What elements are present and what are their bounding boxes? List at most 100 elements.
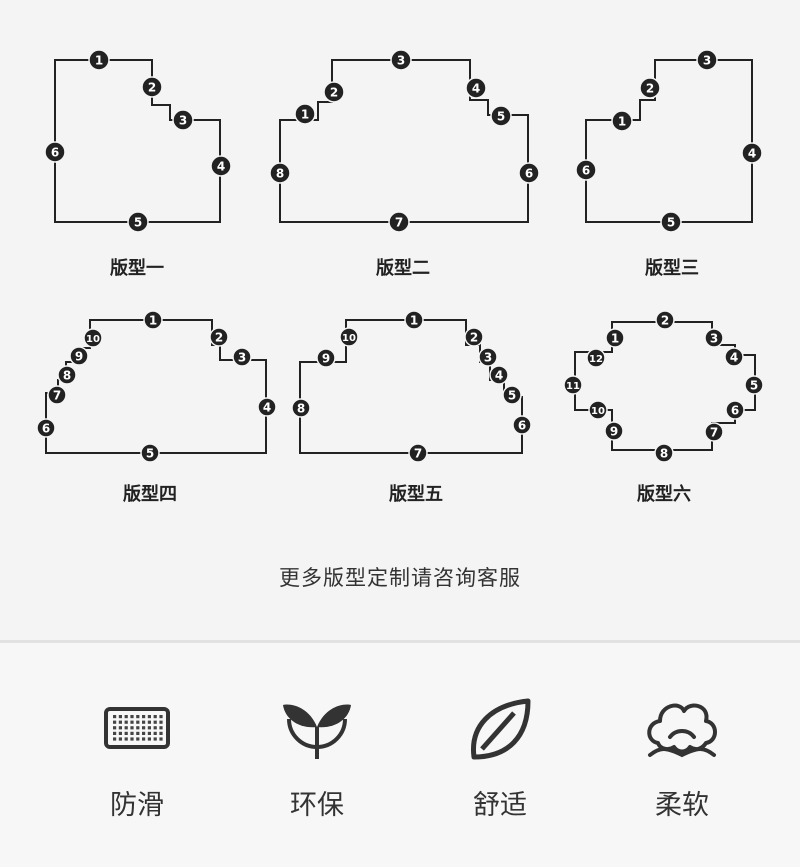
feature-label-eco: 环保: [290, 790, 344, 821]
svg-text:3: 3: [703, 54, 711, 68]
layout-5-marker-1: 1: [404, 310, 424, 330]
layout-3-marker-3: 3: [696, 49, 718, 71]
layout-2-marker-2: 2: [323, 81, 345, 103]
svg-text:6: 6: [582, 164, 590, 178]
layout-1-marker-1: 1: [88, 49, 110, 71]
svg-text:10: 10: [342, 333, 356, 344]
svg-text:1: 1: [301, 108, 309, 122]
layout-6-marker-10: 10: [588, 400, 608, 420]
layout-1-marker-3: 3: [172, 109, 194, 131]
svg-text:6: 6: [42, 422, 50, 436]
layout-5-marker-10: 10: [339, 327, 359, 347]
layout-6-marker-7: 7: [704, 422, 724, 442]
svg-text:3: 3: [179, 114, 187, 128]
svg-text:2: 2: [661, 314, 669, 328]
layout-outline-4: [45, 319, 267, 454]
svg-text:1: 1: [618, 115, 626, 129]
svg-text:3: 3: [484, 351, 492, 365]
layout-2-marker-5: 5: [490, 105, 512, 127]
layout-outline-5: [299, 319, 523, 454]
layout-4-marker-6: 6: [36, 418, 56, 438]
layout-6-marker-3: 3: [704, 328, 724, 348]
svg-text:9: 9: [75, 350, 83, 364]
layout-6-marker-12: 12: [586, 348, 606, 368]
layout-3-marker-4: 4: [741, 142, 763, 164]
svg-text:5: 5: [508, 389, 516, 403]
layout-5-marker-5: 5: [502, 385, 522, 405]
svg-text:8: 8: [297, 402, 305, 416]
layout-4-marker-2: 2: [209, 327, 229, 347]
layout-label-4: 版型四: [123, 484, 177, 505]
layout-outline-6: [574, 321, 756, 451]
features-section: 防滑 环保 舒适 柔软: [0, 643, 800, 867]
layout-3-marker-6: 6: [575, 159, 597, 181]
svg-text:4: 4: [472, 82, 480, 96]
section-divider: [0, 640, 800, 643]
layout-6-marker-11: 11: [563, 375, 583, 395]
svg-text:2: 2: [148, 81, 156, 95]
layout-5-marker-4: 4: [489, 365, 509, 385]
layout-5-marker-8: 8: [291, 398, 311, 418]
svg-text:2: 2: [470, 331, 478, 345]
layout-outline-1: [54, 59, 221, 223]
layout-6-marker-5: 5: [744, 375, 764, 395]
layout-2-marker-1: 1: [294, 103, 316, 125]
svg-text:4: 4: [263, 401, 271, 415]
svg-text:11: 11: [566, 381, 580, 392]
grid-mat-icon: [102, 703, 172, 757]
layout-label-6: 版型六: [637, 484, 691, 505]
layout-5-marker-2: 2: [464, 327, 484, 347]
svg-text:3: 3: [710, 332, 718, 346]
layout-2-marker-7: 7: [388, 211, 410, 233]
svg-text:4: 4: [748, 147, 756, 161]
svg-text:10: 10: [591, 406, 605, 417]
layout-4-marker-3: 3: [232, 347, 252, 367]
svg-text:2: 2: [330, 86, 338, 100]
layout-3-marker-2: 2: [639, 77, 661, 99]
svg-text:1: 1: [410, 314, 418, 328]
layout-label-5: 版型五: [389, 484, 443, 505]
layout-2-marker-3: 3: [390, 49, 412, 71]
layout-label-2: 版型二: [376, 258, 430, 279]
layout-3-marker-1: 1: [611, 110, 633, 132]
layout-2-marker-8: 8: [269, 162, 291, 184]
svg-text:4: 4: [217, 160, 225, 174]
layout-4-marker-7: 7: [47, 385, 67, 405]
feature-label-soft: 柔软: [655, 790, 709, 821]
svg-text:6: 6: [518, 419, 526, 433]
layout-6-marker-2: 2: [655, 310, 675, 330]
layout-6-marker-4: 4: [724, 347, 744, 367]
layout-label-1: 版型一: [110, 258, 164, 279]
layout-1-marker-2: 2: [141, 76, 163, 98]
svg-text:2: 2: [646, 82, 654, 96]
svg-text:1: 1: [95, 54, 103, 68]
svg-text:6: 6: [51, 146, 59, 160]
svg-text:4: 4: [730, 351, 738, 365]
svg-text:7: 7: [53, 389, 61, 403]
svg-text:5: 5: [667, 216, 675, 230]
layout-2-marker-4: 4: [465, 77, 487, 99]
layout-1-marker-6: 6: [44, 141, 66, 163]
feature-label-comfort: 舒适: [473, 790, 527, 821]
layout-4-marker-1: 1: [143, 310, 163, 330]
svg-text:1: 1: [149, 314, 157, 328]
layout-3-marker-5: 5: [660, 211, 682, 233]
feature-label-antislip: 防滑: [110, 790, 164, 821]
svg-text:2: 2: [215, 331, 223, 345]
svg-text:7: 7: [395, 216, 403, 230]
layout-2-marker-6: 6: [518, 162, 540, 184]
svg-text:8: 8: [660, 447, 668, 461]
cotton-icon: [644, 697, 720, 765]
layout-5-marker-7: 7: [408, 443, 428, 463]
svg-text:9: 9: [322, 352, 330, 366]
svg-text:6: 6: [525, 167, 533, 181]
layout-1-marker-5: 5: [127, 211, 149, 233]
layout-4-marker-5: 5: [140, 443, 160, 463]
layout-6-marker-8: 8: [654, 443, 674, 463]
layout-6-marker-9: 9: [604, 421, 624, 441]
svg-text:4: 4: [495, 369, 503, 383]
layout-6-marker-1: 1: [605, 328, 625, 348]
layout-5-marker-6: 6: [512, 415, 532, 435]
svg-text:7: 7: [414, 447, 422, 461]
